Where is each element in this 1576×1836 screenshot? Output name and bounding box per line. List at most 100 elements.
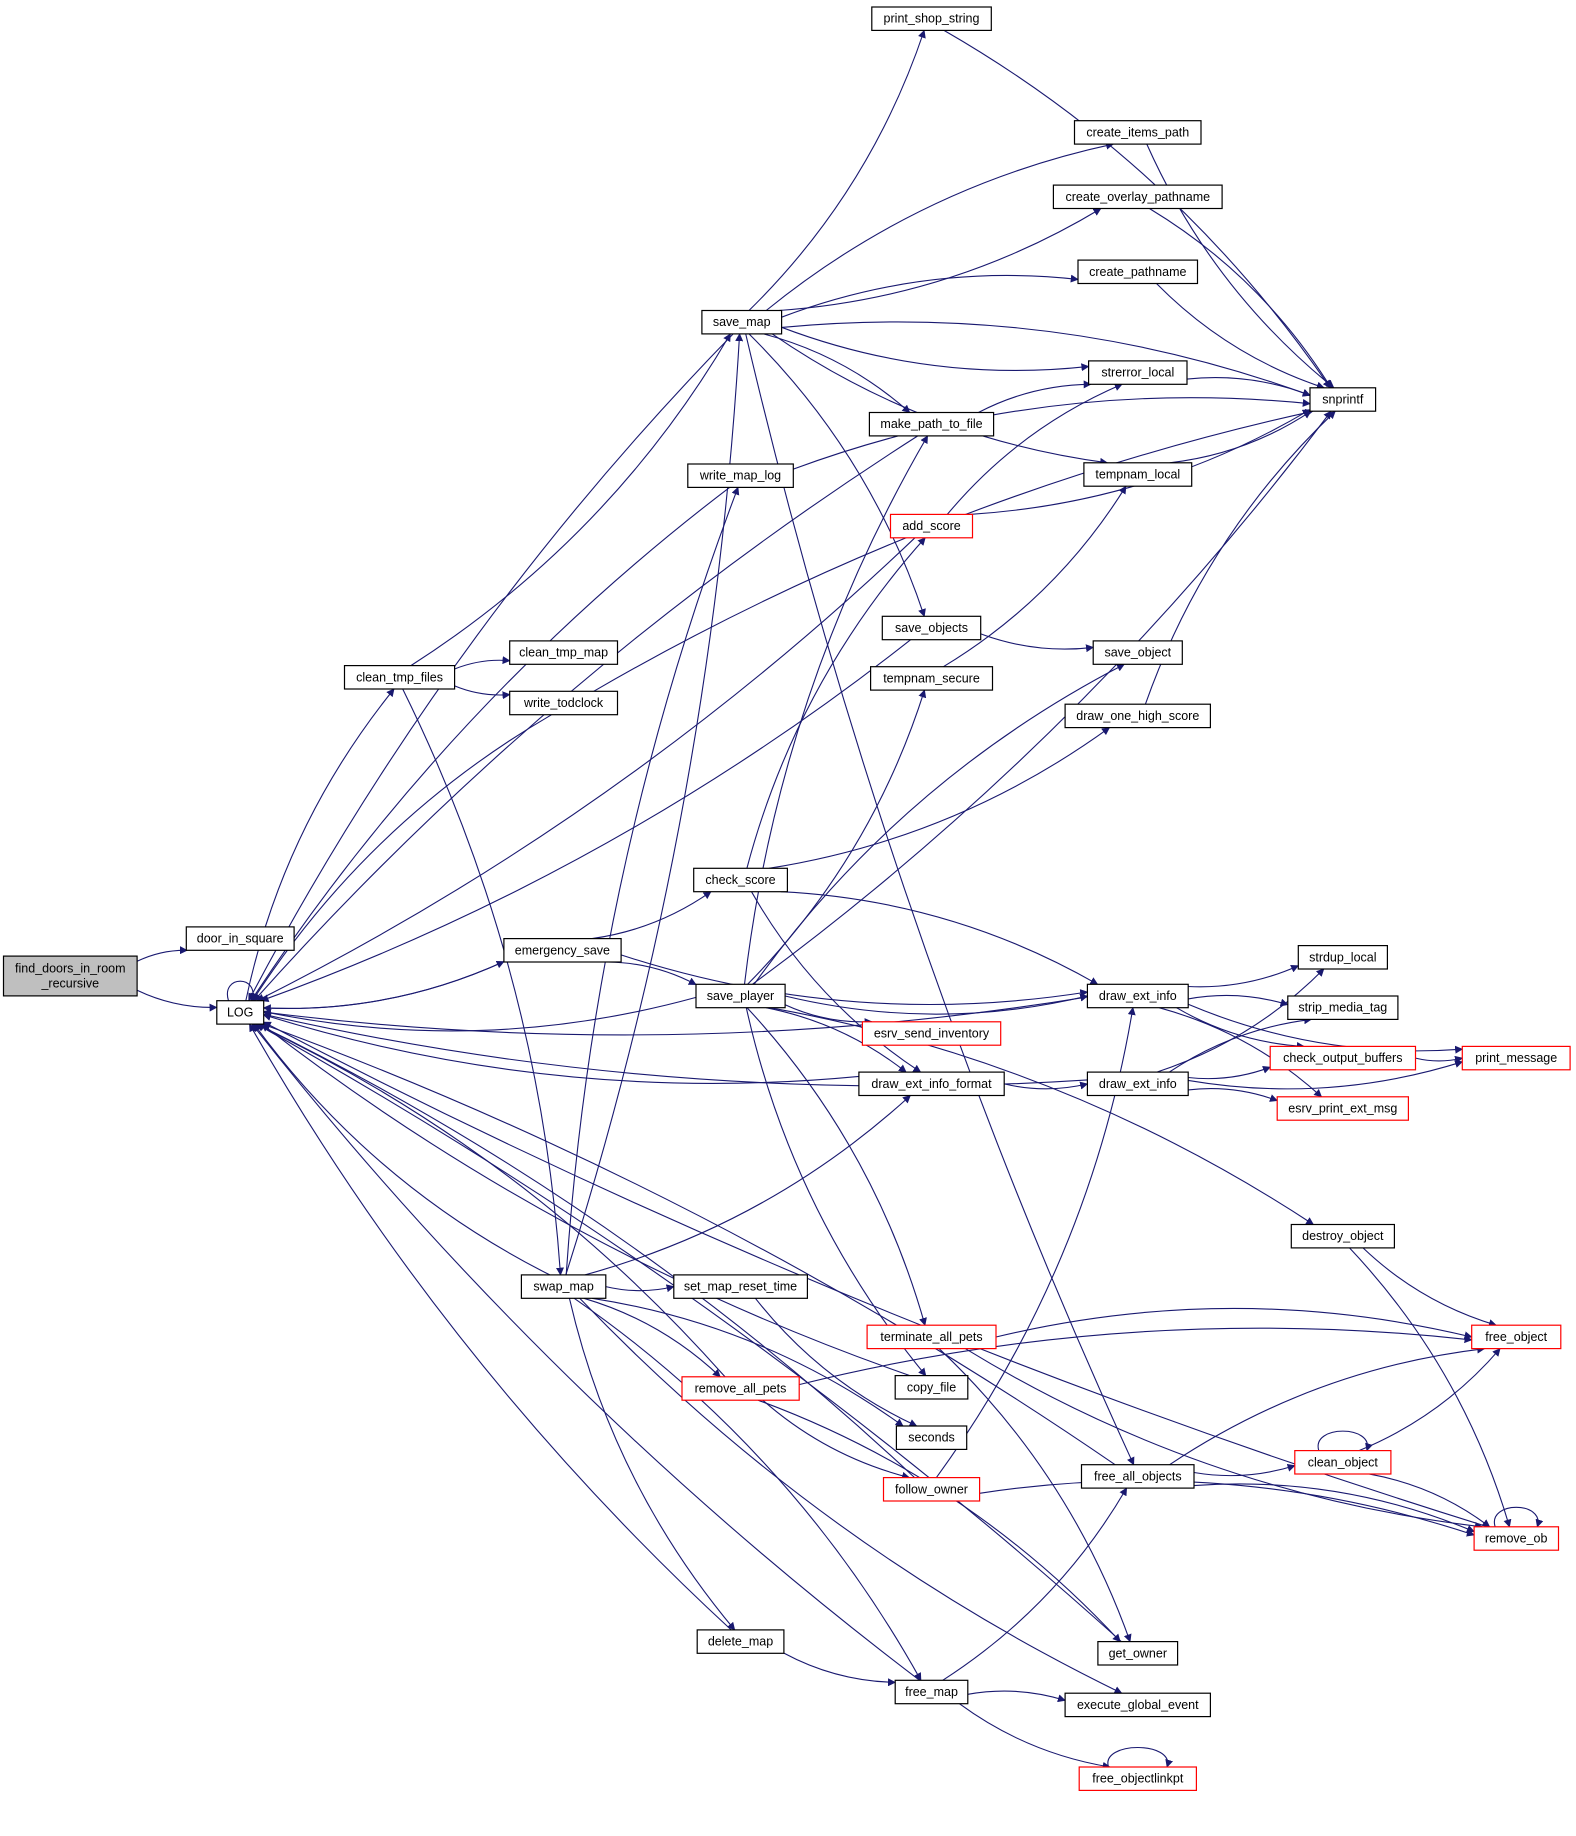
node-esrv_print_ext_msg[interactable]: esrv_print_ext_msg <box>1276 1096 1409 1121</box>
node-find_doors_in_room_recursive[interactable]: find_doors_in_room_recursive <box>2 955 138 997</box>
node-box-clean_object <box>1294 1449 1392 1475</box>
node-label-remove_ob: remove_ob <box>1485 1532 1548 1546</box>
node-label-write_todclock: write_todclock <box>523 696 604 710</box>
node-label-follow_owner: follow_owner <box>895 1482 968 1496</box>
node-snprintf[interactable]: snprintf <box>1309 387 1377 412</box>
node-get_owner[interactable]: get_owner <box>1097 1640 1179 1666</box>
node-add_score[interactable]: add_score <box>889 513 974 539</box>
edge-destroy_object-to-free_object <box>1362 1247 1497 1327</box>
node-delete_map[interactable]: delete_map <box>696 1629 785 1654</box>
node-label-clean_tmp_map: clean_tmp_map <box>519 646 608 660</box>
edge-draw_ext_info_b-to-esrv_print_ext_msg <box>1188 1088 1278 1102</box>
node-save_map[interactable]: save_map <box>701 309 783 335</box>
edge-terminate_all_pets-to-get_owner <box>938 1348 1132 1643</box>
node-box-clean_tmp_files <box>343 664 456 690</box>
node-make_path_to_file[interactable]: make_path_to_file <box>868 411 995 437</box>
edge-destroy_object-to-remove_ob <box>1349 1247 1512 1528</box>
node-label-copy_file: copy_file <box>907 1380 956 1394</box>
edge-free_all_objects-to-remove_ob <box>1193 1483 1475 1533</box>
node-remove_all_pets[interactable]: remove_all_pets <box>681 1376 800 1401</box>
node-emergency_save[interactable]: emergency_save <box>503 937 622 963</box>
node-box-create_items_path <box>1073 120 1202 145</box>
edge-find_doors_in_room_recursive-to-LOG <box>136 989 218 1012</box>
node-free_all_objects[interactable]: free_all_objects <box>1080 1464 1195 1489</box>
node-destroy_object[interactable]: destroy_object <box>1290 1223 1396 1249</box>
node-save_objects[interactable]: save_objects <box>881 615 982 641</box>
node-terminate_all_pets[interactable]: terminate_all_pets <box>866 1324 997 1350</box>
node-check_output_buffers[interactable]: check_output_buffers <box>1269 1045 1417 1071</box>
edge-emergency_save-to-LOG <box>262 961 505 1013</box>
node-box-strerror_local <box>1087 360 1188 385</box>
node-clean_tmp_files[interactable]: clean_tmp_files <box>343 664 456 690</box>
edge-clean_tmp_files-to-clean_tmp_map <box>454 656 511 670</box>
node-save_object[interactable]: save_object <box>1092 640 1183 665</box>
node-write_todclock[interactable]: write_todclock <box>509 690 619 716</box>
node-draw_ext_info_format[interactable]: draw_ext_info_format <box>858 1071 1005 1097</box>
node-LOG[interactable]: LOG <box>216 1000 265 1025</box>
node-label-terminate_all_pets: terminate_all_pets <box>880 1330 982 1344</box>
node-draw_ext_info_b[interactable]: draw_ext_info <box>1086 1071 1189 1097</box>
node-seconds[interactable]: seconds <box>895 1425 968 1450</box>
edge-save_player-to-draw_ext_info_format <box>765 1007 907 1073</box>
node-strerror_local[interactable]: strerror_local <box>1087 360 1188 385</box>
node-follow_owner[interactable]: follow_owner <box>882 1476 981 1502</box>
node-free_map[interactable]: free_map <box>894 1679 969 1705</box>
node-box-follow_owner <box>882 1476 981 1502</box>
node-box-find_doors_in_room_recursive <box>2 955 138 997</box>
node-box-copy_file <box>894 1374 969 1400</box>
edge-save_map-to-make_path_to_file <box>763 333 911 414</box>
node-execute_global_event[interactable]: execute_global_event <box>1064 1692 1211 1718</box>
node-box-esrv_print_ext_msg <box>1276 1096 1409 1121</box>
node-door_in_square[interactable]: door_in_square <box>185 926 295 951</box>
node-box-save_objects <box>881 615 982 641</box>
node-write_map_log[interactable]: write_map_log <box>687 463 794 488</box>
node-esrv_send_inventory[interactable]: esrv_send_inventory <box>861 1021 1002 1046</box>
edge-save_map-to-tempnam_local <box>771 333 1109 466</box>
node-strip_media_tag[interactable]: strip_media_tag <box>1287 995 1399 1020</box>
edge-create_pathname-to-snprintf <box>1156 283 1325 390</box>
node-strdup_local[interactable]: strdup_local <box>1297 944 1389 970</box>
node-label-strerror_local: strerror_local <box>1101 366 1174 380</box>
edge-free_objectlinkpt-to-free_objectlinkpt <box>1107 1746 1173 1768</box>
edge-draw_ext_info_a-to-strip_media_tag <box>1188 994 1289 1007</box>
edge-write_map_log-to-LOG <box>250 486 730 1002</box>
node-create_items_path[interactable]: create_items_path <box>1073 120 1202 145</box>
edge-LOG-to-clean_tmp_files <box>245 688 395 1001</box>
edge-save_map-to-free_all_objects <box>745 333 1135 1466</box>
edge-save_player-to-terminate_all_pets <box>746 1007 927 1326</box>
node-create_pathname[interactable]: create_pathname <box>1077 259 1199 285</box>
edge-find_doors_in_room_recursive-to-door_in_square <box>136 946 188 962</box>
node-swap_map[interactable]: swap_map <box>520 1274 607 1299</box>
edge-save_map-to-LOG <box>248 333 734 1002</box>
edge-print_shop_string-to-snprintf <box>943 30 1331 389</box>
node-box-draw_ext_info_b <box>1086 1071 1189 1097</box>
edge-clean_object-to-free_object <box>1358 1348 1501 1452</box>
node-create_overlay_pathname[interactable]: create_overlay_pathname <box>1052 184 1223 210</box>
node-label-find_doors_in_room_recursive-0: find_doors_in_room <box>15 962 126 976</box>
node-tempnam_local[interactable]: tempnam_local <box>1083 462 1193 487</box>
node-set_map_reset_time[interactable]: set_map_reset_time <box>673 1274 808 1299</box>
node-remove_ob[interactable]: remove_ob <box>1473 1526 1560 1551</box>
node-label-create_items_path: create_items_path <box>1086 125 1189 139</box>
node-box-free_object <box>1471 1324 1562 1350</box>
node-clean_tmp_map[interactable]: clean_tmp_map <box>509 640 619 665</box>
node-tempnam_secure[interactable]: tempnam_secure <box>869 666 994 691</box>
node-box-strip_media_tag <box>1287 995 1399 1020</box>
node-print_message[interactable]: print_message <box>1461 1045 1571 1071</box>
node-print_shop_string[interactable]: print_shop_string <box>871 6 992 31</box>
node-check_score[interactable]: check_score <box>693 867 789 893</box>
edge-draw_ext_info_b-to-print_message <box>1188 1060 1464 1090</box>
node-clean_object[interactable]: clean_object <box>1294 1449 1392 1475</box>
node-free_object[interactable]: free_object <box>1471 1324 1562 1350</box>
edge-free_all_objects-to-clean_object <box>1193 1463 1296 1477</box>
edge-create_overlay_pathname-to-snprintf <box>1149 208 1332 389</box>
node-draw_one_high_score[interactable]: draw_one_high_score <box>1064 703 1211 729</box>
node-save_player[interactable]: save_player <box>695 983 786 1009</box>
node-draw_ext_info_a[interactable]: draw_ext_info <box>1086 983 1189 1009</box>
node-free_objectlinkpt[interactable]: free_objectlinkpt <box>1078 1766 1197 1791</box>
edge-save_map-to-create_items_path <box>765 141 1115 311</box>
edge-check_score-to-draw_one_high_score <box>768 727 1111 869</box>
edge-delete_map-to-free_map <box>783 1652 896 1687</box>
node-copy_file[interactable]: copy_file <box>894 1374 969 1400</box>
node-box-draw_one_high_score <box>1064 703 1211 729</box>
